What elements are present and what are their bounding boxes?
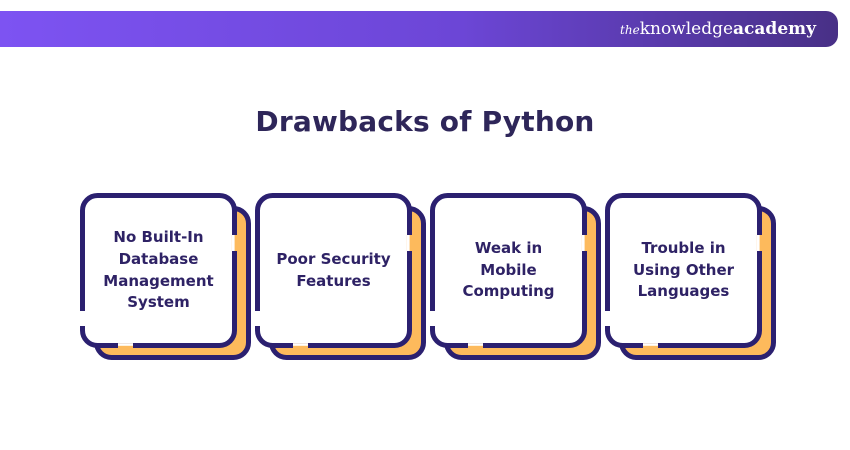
card-frame-graphic [430,193,601,360]
cards-row: No Built-In Database Management System P… [80,193,777,361]
card-weak-mobile: Weak in Mobile Computing [430,193,602,361]
card-frame-graphic [255,193,426,360]
card-label: Poor Security Features [276,249,391,290]
card-label: No Built-In Database Management System [103,228,214,312]
logo-academy: academy [733,18,816,39]
page-title: Drawbacks of Python [255,105,595,138]
card-trouble-other-languages: Trouble in Using Other Languages [605,193,777,361]
card-poor-security: Poor Security Features [255,193,427,361]
card-frame-graphic [80,193,251,360]
card-label: Trouble in Using Other Languages [632,238,735,301]
logo-the: the [620,22,640,37]
logo-knowledge: knowledge [639,18,734,39]
card-label: Weak in Mobile Computing [462,238,555,301]
card-frame-graphic [605,193,776,360]
card-no-builtin-database: No Built-In Database Management System [80,193,252,361]
